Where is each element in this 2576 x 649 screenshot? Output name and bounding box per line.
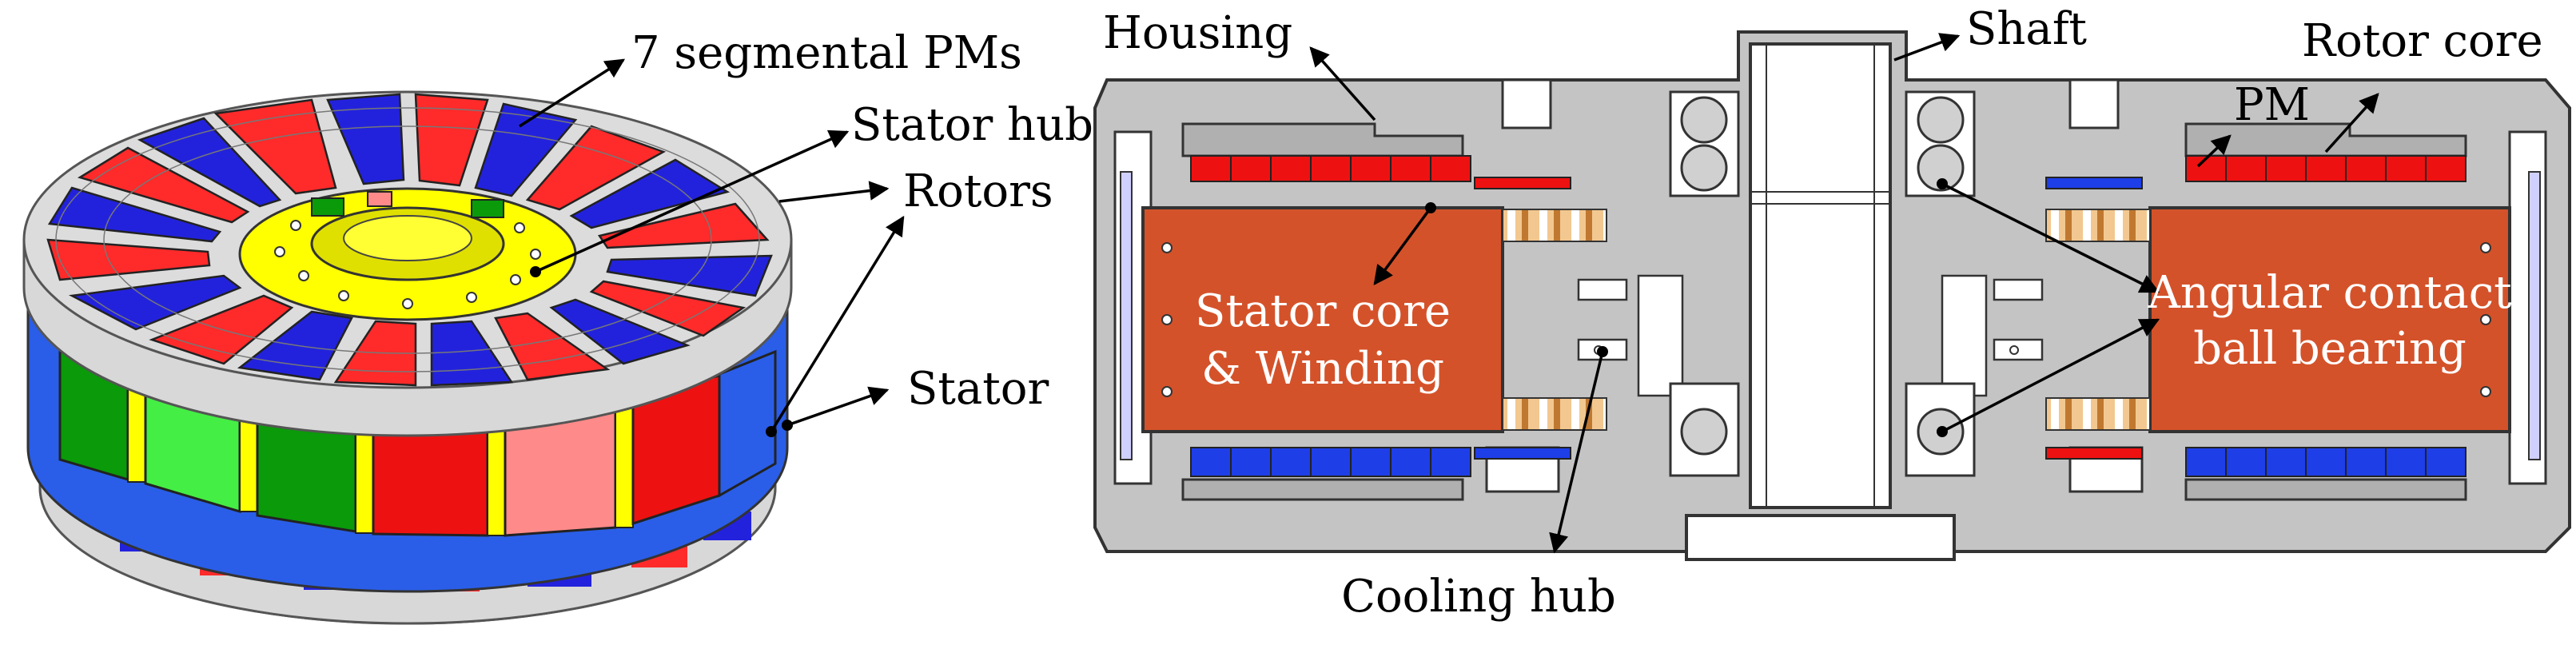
- label-shaft: Shaft: [1966, 3, 2088, 55]
- stator-core-right: [2148, 206, 2511, 433]
- callout-dots-right: [1425, 178, 1948, 437]
- right-callouts: [1309, 33, 2379, 554]
- end-plate-right: [2528, 171, 2541, 460]
- label-stator-core-1: Stator core: [1195, 285, 1451, 337]
- rotor-cores: [1181, 122, 2467, 501]
- pm-rows: [1190, 155, 2467, 477]
- label-rotor-core: Rotor core: [2302, 15, 2543, 67]
- label-housing: Housing: [1103, 7, 1292, 59]
- stator-core-left: [1141, 206, 1504, 433]
- label-bearing-2: ball bearing: [2193, 323, 2467, 375]
- label-pm: PM: [2234, 79, 2310, 131]
- rotor-inner-line: [103, 125, 712, 354]
- label-stator-core-2: & Winding: [1201, 343, 1444, 395]
- text-labels: 7 segmental PMs Stator hub Rotors Stator…: [631, 3, 2543, 623]
- label-bearing-1: Angular contact: [2147, 267, 2512, 319]
- shaft: [1685, 42, 1956, 561]
- label-cooling-hub: Cooling hub: [1341, 571, 1616, 623]
- cross-section-view: [1093, 30, 2571, 561]
- label-rotors: Rotors: [903, 165, 1053, 217]
- callout-dots-left: [530, 266, 793, 437]
- end-windings: [1502, 209, 2151, 431]
- stator-hub: [238, 187, 577, 321]
- left-callouts: [519, 58, 905, 432]
- motor-3d-view: [22, 58, 905, 625]
- fasteners: [1161, 242, 2491, 397]
- label-stator: Stator: [907, 363, 1049, 415]
- pm-dividers: [1230, 156, 2427, 476]
- label-stator-hub: Stator hub: [851, 99, 1093, 151]
- stator-coils: [58, 349, 777, 537]
- label-pms: 7 segmental PMs: [631, 27, 1022, 79]
- rotor-rim-line: [55, 107, 760, 372]
- end-plate-left: [1120, 171, 1133, 460]
- bearings: [1669, 90, 1976, 477]
